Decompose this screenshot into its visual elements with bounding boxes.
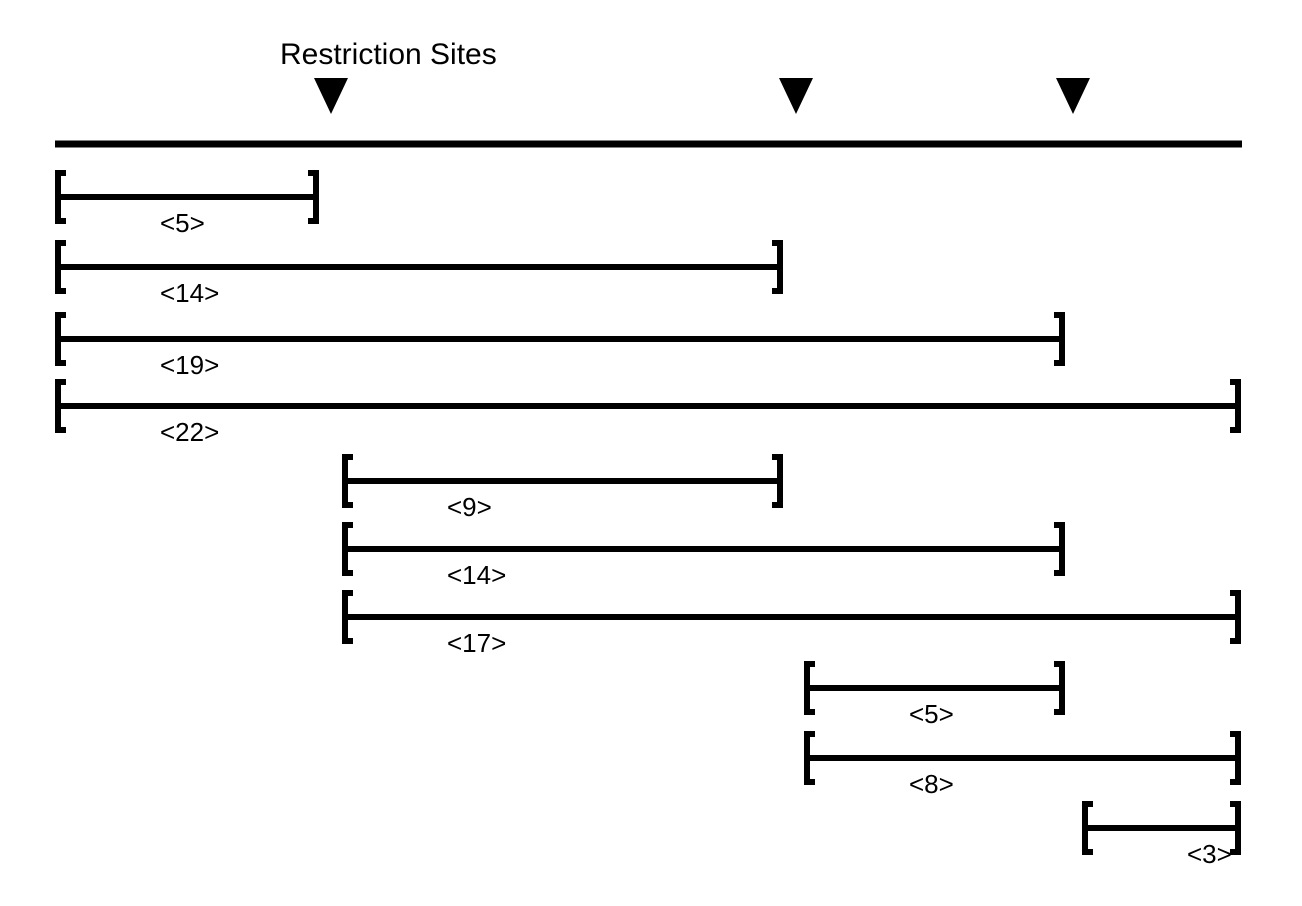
- fragment-row: <14>: [342, 522, 1065, 590]
- fragment-right-bracket: [772, 454, 783, 508]
- fragment-row: <5>: [55, 170, 319, 238]
- restriction-site-marker: [1056, 78, 1090, 114]
- fragment-length-label: <9>: [447, 492, 492, 522]
- fragment-length-label: <14>: [160, 278, 219, 308]
- fragment-row: <3>: [1082, 801, 1241, 869]
- fragment-row: <22>: [55, 379, 1241, 447]
- fragment-right-bracket: [772, 240, 783, 294]
- diagram-title: Restriction Sites: [280, 38, 497, 71]
- fragment-row: <17>: [342, 590, 1241, 658]
- fragment-right-bracket: [1230, 590, 1241, 644]
- restriction-site-marker: [779, 78, 813, 114]
- fragment-length-label: <3>: [1187, 839, 1232, 869]
- fragment-right-bracket: [308, 170, 319, 224]
- fragment-right-bracket: [1054, 312, 1065, 366]
- fragment-length-label: <14>: [447, 560, 506, 590]
- fragments-group: <5> <14> <19> <22> <9> <14> <17> <5> <8> <3>: [55, 170, 1241, 869]
- fragment-right-bracket: [1054, 661, 1065, 715]
- restriction-sites-group: [314, 78, 1090, 114]
- fragment-length-label: <19>: [160, 350, 219, 380]
- fragment-row: <19>: [55, 312, 1065, 380]
- fragment-row: <5>: [804, 661, 1065, 729]
- restriction-site-marker: [314, 78, 348, 114]
- fragment-row: <14>: [55, 240, 783, 308]
- fragment-length-label: <5>: [909, 699, 954, 729]
- fragment-length-label: <5>: [160, 208, 205, 238]
- fragment-right-bracket: [1230, 379, 1241, 433]
- fragment-row: <8>: [804, 731, 1241, 799]
- fragment-length-label: <17>: [447, 628, 506, 658]
- fragment-length-label: <8>: [909, 769, 954, 799]
- fragment-right-bracket: [1230, 801, 1241, 855]
- fragment-right-bracket: [1230, 731, 1241, 785]
- fragment-length-label: <22>: [160, 417, 219, 447]
- fragment-row: <9>: [342, 454, 783, 522]
- fragment-right-bracket: [1054, 522, 1065, 576]
